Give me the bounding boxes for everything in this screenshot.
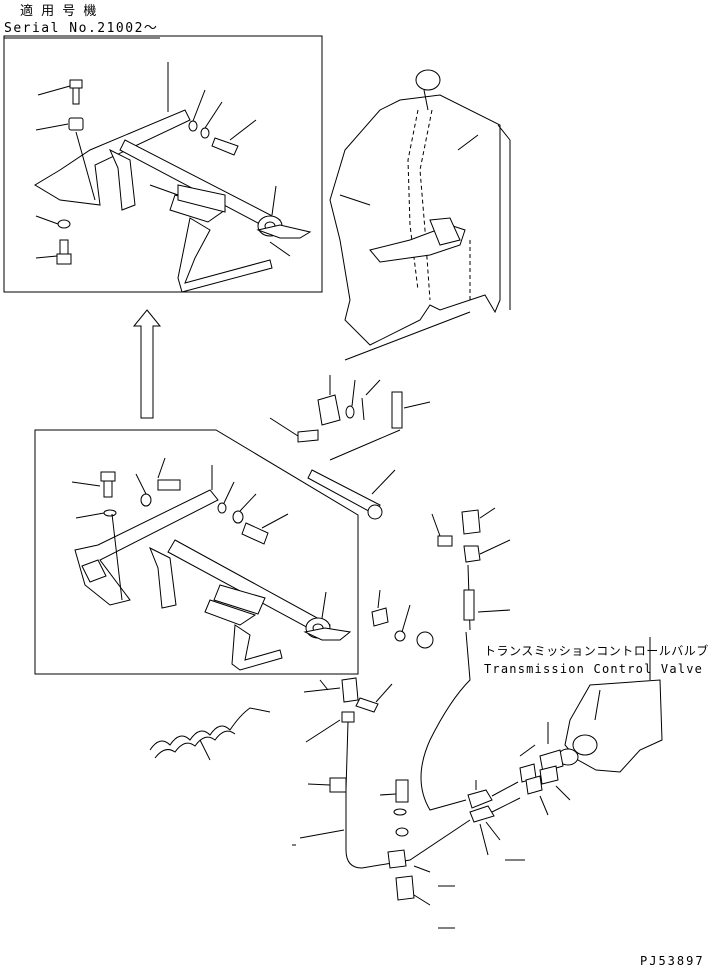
bolt-icon xyxy=(37,79,83,105)
main-detail-box xyxy=(34,429,359,675)
applicable-serial-heading: 適 用 号 機 xyxy=(20,4,99,19)
transmission-valve xyxy=(467,637,663,856)
washer-icon xyxy=(75,509,117,519)
valve-label-english: Transmission Control Valve xyxy=(484,662,704,676)
valve-label-japanese: トランスミッションコントロールバルブ xyxy=(484,644,709,658)
nut-icon xyxy=(35,117,84,131)
bolt-icon xyxy=(211,119,257,156)
bracket-icon xyxy=(34,62,191,206)
cable-clamp-upper xyxy=(431,507,511,631)
spring-icon xyxy=(391,391,403,429)
washer-icon xyxy=(35,215,71,229)
shift-knob-icon xyxy=(415,69,441,91)
washer-icon xyxy=(188,89,223,139)
inset-detail-box xyxy=(3,35,323,293)
serial-number-label: Serial No.21002～ xyxy=(4,21,159,36)
bolt-icon xyxy=(35,239,72,265)
bolt-icon xyxy=(71,471,116,498)
washer-icon xyxy=(135,473,152,507)
control-cable xyxy=(299,589,471,906)
washer-icon xyxy=(217,481,257,524)
linkage-assembly xyxy=(269,311,471,520)
console-housing xyxy=(329,69,511,346)
pedal-shaft-icon xyxy=(108,139,312,293)
drawing-code: PJ53897 xyxy=(640,954,705,968)
pedal-shaft-icon xyxy=(149,539,352,671)
arrow-up-icon xyxy=(132,309,162,419)
return-spring-icon xyxy=(149,707,271,761)
bolt-icon xyxy=(241,513,289,545)
bracket-icon xyxy=(74,465,219,606)
bolt-icon xyxy=(157,457,181,491)
